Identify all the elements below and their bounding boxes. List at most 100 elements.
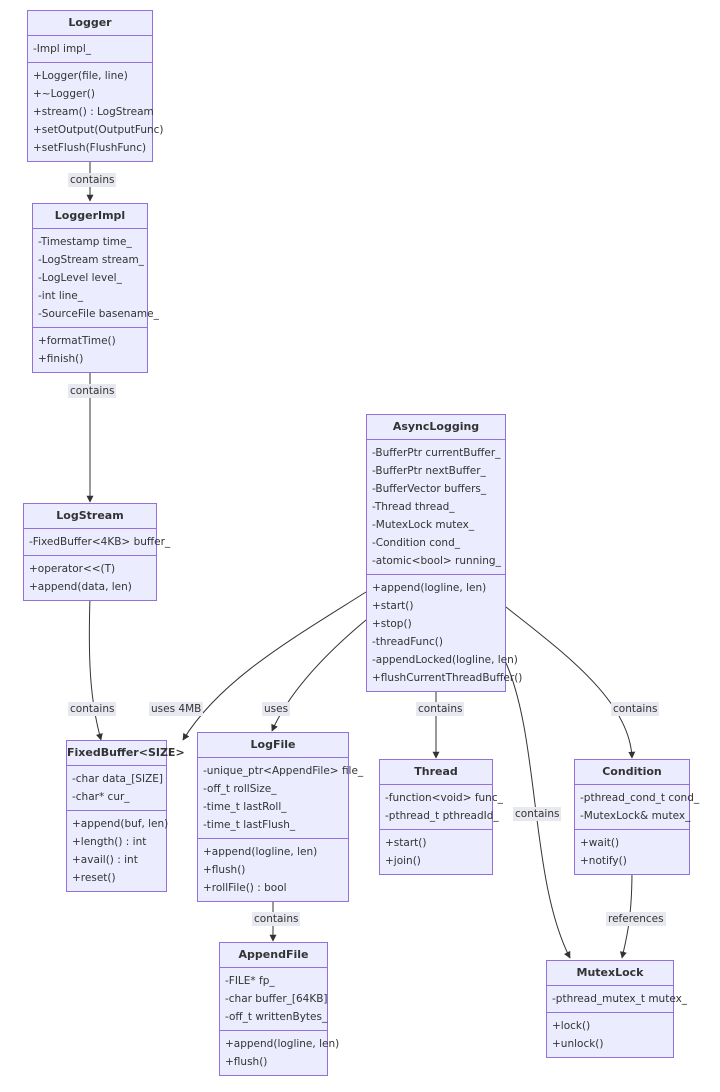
edge-logstream-fixedbuffer <box>88 596 103 741</box>
attribute: -Timestamp time_ <box>38 236 132 248</box>
attribute: -MutexLock& mutex_ <box>580 810 691 822</box>
method: +length() : int <box>72 836 147 848</box>
edge-label-async-condition: contains <box>611 702 660 716</box>
attribute: -char buffer_[64KB] <box>225 993 328 1005</box>
edge-async-condition <box>505 606 636 759</box>
attribute: -MutexLock mutex_ <box>372 519 475 531</box>
attribute: -pthread_cond_t cond_ <box>580 792 700 804</box>
class-logstream-methods: +operator<<(T) +append(data, len) <box>24 555 156 600</box>
attribute: -unique_ptr<AppendFile> file_ <box>203 765 364 777</box>
method: +setFlush(FlushFunc) <box>33 142 147 154</box>
edge-async-fixedbuffer <box>182 591 367 741</box>
edge-label-loggerimpl-logstream: contains <box>68 384 117 398</box>
class-mutexlock-name: MutexLock <box>547 961 673 986</box>
class-logstream-attributes: -FixedBuffer<4KB> buffer_ <box>24 529 171 555</box>
attribute: -off_t rollSize_ <box>203 783 277 795</box>
class-appendfile-methods: +append(logline, len) +flush() <box>220 1030 339 1075</box>
method: -appendLocked(logline, len) <box>372 654 518 666</box>
class-logger-attributes: -Impl impl_ <box>28 36 152 62</box>
method: +flush() <box>203 864 246 876</box>
attribute: -off_t writtenBytes_ <box>225 1011 328 1023</box>
attribute: -FILE* fp_ <box>225 975 275 987</box>
class-logger-name: Logger <box>28 11 152 36</box>
edge-label-async-thread: contains <box>416 702 465 716</box>
class-fixedbuffer-attributes: -char data_[SIZE] -char* cur_ <box>67 766 166 810</box>
class-condition-name: Condition <box>575 760 689 785</box>
method: +finish() <box>38 353 84 365</box>
method: -threadFunc() <box>372 636 443 648</box>
method: +Logger(file, line) <box>33 70 128 82</box>
method: +reset() <box>72 872 116 884</box>
class-loggerimpl-methods: +formatTime() +finish() <box>33 327 147 372</box>
method: +start() <box>385 837 427 849</box>
attribute: -pthread_t pthreadId_ <box>385 810 499 822</box>
class-logstream[interactable]: LogStream -FixedBuffer<4KB> buffer_ +ope… <box>23 503 171 601</box>
class-condition-methods: +wait() +notify() <box>575 829 689 874</box>
edge-async-logfile <box>271 619 367 732</box>
edge-label-logfile-appendfile: contains <box>252 912 301 926</box>
class-loggerimpl-name: LoggerImpl <box>33 204 147 229</box>
attribute: -time_t lastFlush_ <box>203 819 296 831</box>
class-appendfile-name: AppendFile <box>220 943 327 968</box>
class-condition[interactable]: Condition -pthread_cond_t cond_ -MutexLo… <box>574 759 700 875</box>
class-loggerimpl-attributes: -Timestamp time_ -LogStream stream_ -Log… <box>33 229 159 327</box>
class-logger-methods: +Logger(file, line) +~Logger() +stream()… <box>28 62 164 161</box>
edge-label-logstream-fixedbuffer: contains <box>68 702 117 716</box>
method: +notify() <box>580 855 627 867</box>
attribute: -int line_ <box>38 290 84 302</box>
method: +unlock() <box>552 1038 604 1050</box>
class-logfile-attributes: -unique_ptr<AppendFile> file_ -off_t rol… <box>198 758 364 838</box>
method: +avail() : int <box>72 854 138 866</box>
attribute: -function<void> func_ <box>385 792 503 804</box>
method: +lock() <box>552 1020 591 1032</box>
method: +rollFile() : bool <box>203 882 287 894</box>
class-asynclogging-name: AsyncLogging <box>367 415 505 440</box>
class-appendfile-attributes: -FILE* fp_ -char buffer_[64KB] -off_t wr… <box>220 968 328 1030</box>
class-logstream-name: LogStream <box>24 504 156 529</box>
attribute: -Condition cond_ <box>372 537 460 549</box>
class-logfile-methods: +append(logline, len) +flush() +rollFile… <box>198 838 348 901</box>
method: +flushCurrentThreadBuffer() <box>372 672 523 684</box>
class-thread[interactable]: Thread -function<void> func_ -pthread_t … <box>379 759 503 875</box>
method: +stop() <box>372 618 412 630</box>
class-asynclogging-methods: +append(logline, len) +start() +stop() -… <box>367 574 523 691</box>
method: +~Logger() <box>33 88 95 100</box>
class-mutexlock-methods: +lock() +unlock() <box>547 1012 673 1057</box>
edge-label-async-logfile: uses <box>262 702 291 716</box>
class-thread-methods: +start() +join() <box>380 829 492 874</box>
method: +append(logline, len) <box>203 846 318 858</box>
method: +wait() <box>580 837 620 849</box>
class-appendfile[interactable]: AppendFile -FILE* fp_ -char buffer_[64KB… <box>219 942 339 1076</box>
attribute: -Impl impl_ <box>33 43 92 55</box>
attribute: -SourceFile basename_ <box>38 308 159 320</box>
class-loggerimpl[interactable]: LoggerImpl -Timestamp time_ -LogStream s… <box>32 203 159 373</box>
attribute: -BufferVector buffers_ <box>372 483 487 495</box>
method: +setOutput(OutputFunc) <box>33 124 164 136</box>
attribute: -char data_[SIZE] <box>72 773 163 785</box>
attribute: -Thread thread_ <box>372 501 455 513</box>
attribute: -LogLevel level_ <box>38 272 122 284</box>
class-mutexlock[interactable]: MutexLock -pthread_mutex_t mutex_ +lock(… <box>546 960 687 1058</box>
edge-label-condition-mutex: references <box>606 912 666 926</box>
class-asynclogging-attributes: -BufferPtr currentBuffer_ -BufferPtr nex… <box>367 440 505 574</box>
class-fixedbuffer-name: FixedBuffer<SIZE> <box>67 741 185 766</box>
class-condition-attributes: -pthread_cond_t cond_ -MutexLock& mutex_ <box>575 785 700 829</box>
class-fixedbuffer[interactable]: FixedBuffer<SIZE> -char data_[SIZE] -cha… <box>66 740 185 892</box>
attribute: -BufferPtr nextBuffer_ <box>372 465 486 477</box>
attribute: -LogStream stream_ <box>38 254 144 266</box>
method: +flush() <box>225 1056 268 1068</box>
method: +operator<<(T) <box>29 563 116 575</box>
class-logfile[interactable]: LogFile -unique_ptr<AppendFile> file_ -o… <box>197 732 364 902</box>
class-asynclogging[interactable]: AsyncLogging -BufferPtr currentBuffer_ -… <box>366 414 523 692</box>
class-mutexlock-attributes: -pthread_mutex_t mutex_ <box>547 986 687 1012</box>
method: +formatTime() <box>38 335 116 347</box>
edge-label-async-mutex: contains <box>513 807 562 821</box>
attribute: -FixedBuffer<4KB> buffer_ <box>29 536 171 548</box>
edge-label-logger-loggerimpl: contains <box>68 173 117 187</box>
method: +stream() : LogStream <box>33 106 154 118</box>
method: +append(buf, len) <box>72 818 169 830</box>
class-thread-attributes: -function<void> func_ -pthread_t pthread… <box>380 785 503 829</box>
class-logger[interactable]: Logger -Impl impl_ +Logger(file, line) +… <box>27 10 164 162</box>
class-logfile-name: LogFile <box>198 733 348 758</box>
